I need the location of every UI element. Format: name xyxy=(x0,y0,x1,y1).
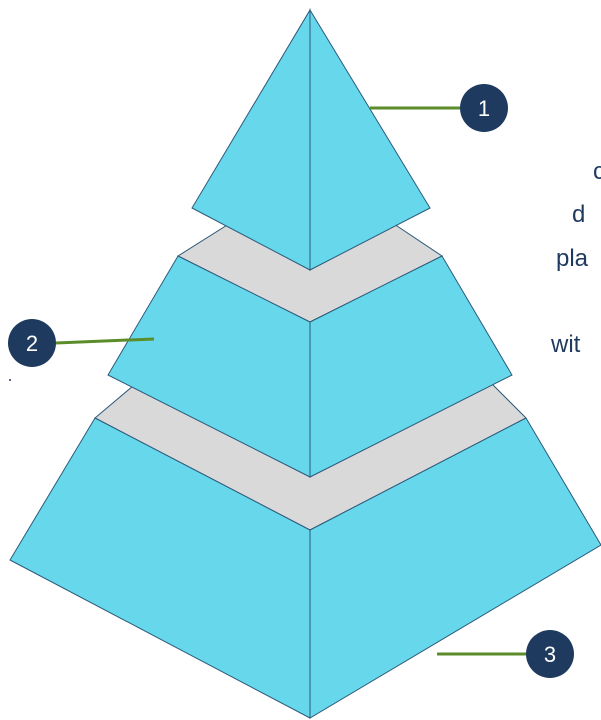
tier-top-left-face xyxy=(192,10,310,270)
callout-3-label: 3 xyxy=(544,642,556,667)
callout-2: 2 xyxy=(8,319,56,367)
partial-text-line-3: pla xyxy=(556,247,588,271)
tier-top-right-face xyxy=(310,10,430,270)
partial-text-line-4: wit xyxy=(551,333,580,357)
callout-2-label: 2 xyxy=(26,331,38,356)
callout-1-label: 1 xyxy=(478,96,490,121)
callout-3: 3 xyxy=(526,630,574,678)
partial-text-line-1: c xyxy=(593,160,601,184)
small-dot xyxy=(9,379,11,381)
callout-1: 1 xyxy=(460,84,508,132)
partial-text-line-2: d xyxy=(572,203,585,227)
